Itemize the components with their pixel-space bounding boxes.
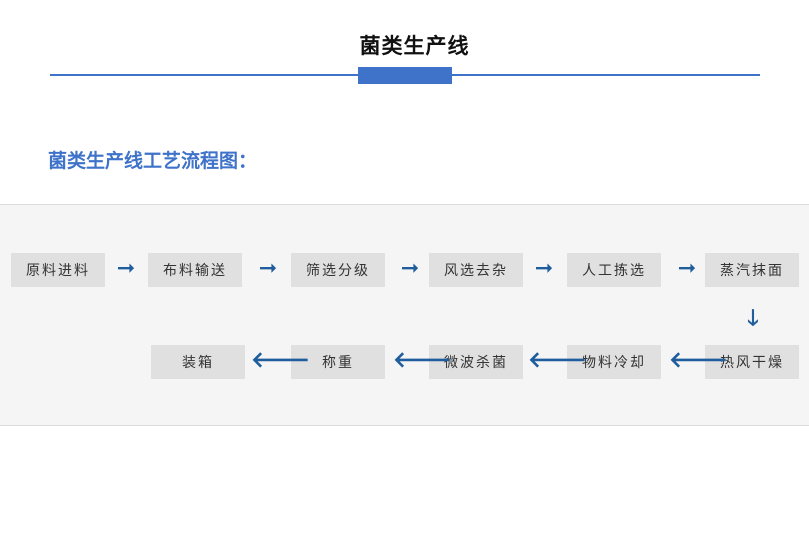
step-air-separation: 风选去杂: [429, 253, 523, 287]
page-title: 菌类生产线: [359, 34, 470, 58]
flow-panel: 原料进料 ➞ 布料输送 ➞ 筛选分级 ➞ 风选去杂 ➞ 人工拣选 ➞ 蒸汽抹面 …: [0, 204, 809, 426]
arrow-right-icon: ➞: [116, 256, 136, 281]
arrow-left-icon: 🡐: [669, 348, 728, 373]
step-screening-grading: 筛选分级: [291, 253, 385, 287]
arrow-right-icon: ➞: [677, 256, 697, 281]
step-microwave-sterilization: 微波杀菌: [429, 345, 523, 379]
arrow-left-icon: 🡐: [528, 348, 587, 373]
arrow-down-icon: 🡓: [747, 306, 759, 331]
step-boxing: 装箱: [151, 345, 245, 379]
step-manual-sorting: 人工拣选: [567, 253, 661, 287]
arrow-right-icon: ➞: [258, 256, 278, 281]
step-steam-finishing: 蒸汽抹面: [705, 253, 799, 287]
step-material-cooling: 物料冷却: [567, 345, 661, 379]
arrow-right-icon: ➞: [400, 256, 420, 281]
step-raw-material-feed: 原料进料: [11, 253, 105, 287]
step-weighing: 称重: [291, 345, 385, 379]
arrow-left-icon: 🡐: [251, 348, 310, 373]
step-hot-air-drying: 热风干燥: [705, 345, 799, 379]
step-material-conveying: 布料输送: [148, 253, 242, 287]
arrow-left-icon: 🡐: [393, 348, 452, 373]
arrow-right-icon: ➞: [534, 256, 554, 281]
section-heading: 菌类生产线工艺流程图：: [48, 150, 258, 172]
title-accent-tab: [358, 67, 452, 84]
